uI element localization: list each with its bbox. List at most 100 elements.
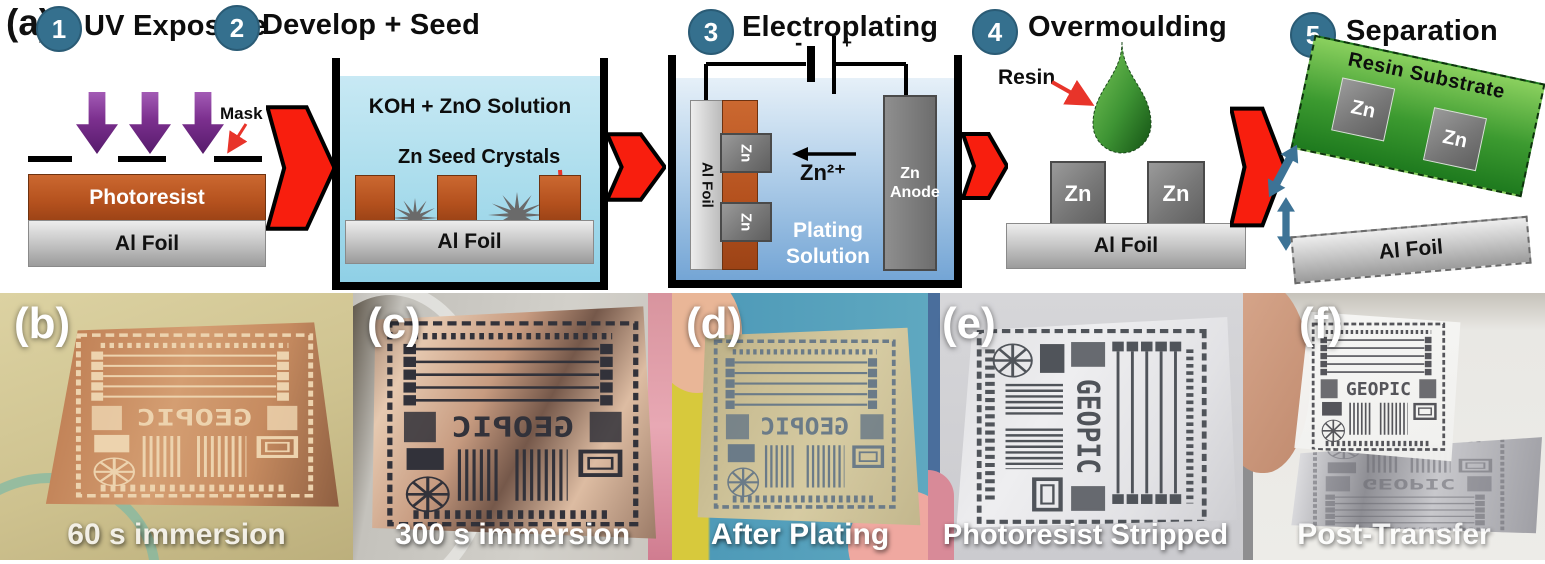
chip-text: GEOPIC — [136, 405, 252, 432]
photo-label: (d) — [686, 299, 743, 348]
step-2-number: 2 — [214, 5, 260, 51]
photo-300s-immersion: GEOPIC (c) 300 s immersion — [353, 293, 672, 560]
step-1-number: 1 — [36, 6, 82, 52]
photo-label: (e) — [942, 299, 996, 348]
beaker-wall — [600, 58, 608, 290]
photo-post-transfer: GEOPIC GEOPIC (f) Post-Transfer — [1243, 293, 1545, 560]
photo-caption: Post-Transfer — [1297, 518, 1491, 551]
step-5-title: Separation — [1346, 15, 1498, 47]
zn-embedded-block: Zn — [1331, 77, 1396, 142]
zn-label: Zn — [737, 212, 755, 232]
photo-label: (f) — [1299, 299, 1343, 348]
step-4-title: Overmoulding — [1028, 11, 1227, 43]
photo-60s-immersion: GEOPIC (b) 60 s immersion — [0, 293, 353, 560]
zinc-ion-label: Zn²⁺ — [800, 160, 846, 185]
photo-caption: 60 s immersion — [67, 518, 286, 551]
step-2-title: Develop + Seed — [262, 9, 480, 41]
step-3-number: 3 — [688, 9, 734, 55]
cell-wall — [668, 280, 962, 288]
photoresist-layer: Photoresist — [28, 174, 266, 222]
stripped-chip: GEOPIC — [956, 317, 1237, 528]
al-foil-layer: Al Foil — [345, 220, 594, 264]
chip-pattern: GEOPIC — [71, 330, 318, 501]
zn-label: Zn — [1440, 125, 1470, 153]
zn-deposit-block: Zn — [720, 202, 772, 242]
photoresist-block — [539, 175, 581, 222]
photo-label: (c) — [367, 299, 421, 348]
uv-arrow-icon — [182, 92, 224, 154]
copper-plate: GEOPIC — [372, 306, 657, 539]
process-arrow-icon — [962, 126, 1008, 206]
zn-feature-block: Zn — [1147, 161, 1205, 227]
zn-deposit-block: Zn — [720, 133, 772, 173]
al-foil-peeled: Al Foil — [1290, 215, 1532, 285]
finger — [928, 470, 954, 560]
transparent-film: GEOPIC — [1294, 311, 1461, 462]
zn-label: Zn — [1162, 181, 1190, 206]
photo-after-plating: GEOPIC (d) After Plating — [672, 293, 928, 560]
chip-text: GEOPIC — [761, 413, 850, 440]
battery-circuit-icon — [704, 36, 908, 102]
al-foil-layer: Al Foil — [28, 220, 266, 267]
zn-feature-block: Zn — [1050, 161, 1106, 227]
mask-pointer-arrow-icon — [227, 123, 248, 154]
beaker-wall — [332, 282, 608, 290]
chip-pattern: GEOPIC — [1309, 320, 1448, 454]
photo-caption: After Plating — [710, 518, 890, 551]
battery-minus-label: - — [795, 30, 803, 55]
photo-caption: 300 s immersion — [394, 518, 631, 551]
resin-label: Resin — [998, 66, 1056, 89]
al-foil-label: Al Foil — [698, 162, 716, 208]
cell-wall — [954, 55, 962, 288]
plating-solution-label: Plating Solution — [786, 219, 870, 269]
resin-substrate: Resin Substrate Zn Zn — [1290, 34, 1545, 198]
photo-label: (b) — [14, 299, 71, 348]
zn-embedded-block: Zn — [1422, 107, 1488, 172]
cell-wall — [668, 55, 676, 288]
chip-pattern: GEOPIC — [972, 325, 1211, 528]
process-arrow-icon — [606, 126, 666, 208]
photo-photoresist-stripped: GEOPIC (e) Photoresist Stripped — [928, 293, 1243, 560]
seed-crystals-label: Zn Seed Crystals — [398, 146, 561, 168]
ion-flow-arrow-icon — [792, 147, 856, 161]
chip-text: GEOPIC — [1070, 379, 1107, 474]
photoresist-block — [437, 175, 477, 222]
chip-text: GEOPIC — [451, 412, 574, 444]
chip-text: GEOPIC — [1346, 380, 1411, 400]
zn-label: Zn — [1349, 95, 1378, 123]
beaker-wall — [332, 58, 340, 290]
photo-caption: Photoresist Stripped — [942, 519, 1229, 551]
plated-chip: GEOPIC — [697, 327, 921, 526]
mask-bar — [214, 156, 262, 162]
uv-arrow-icon — [76, 92, 118, 154]
separation-arrow-icon — [1267, 144, 1299, 198]
zn-anode: Zn Anode — [883, 95, 940, 271]
chip-text: GEOPIC — [1362, 475, 1456, 491]
al-foil-label: Al Foil — [114, 231, 180, 255]
photoresist-strip — [722, 100, 758, 270]
uv-arrow-icon — [129, 92, 171, 154]
al-foil-label: Al Foil — [437, 230, 502, 253]
zn-label: Zn — [1064, 181, 1092, 206]
chip-pattern: GEOPIC — [710, 336, 899, 512]
photoresist-block — [355, 175, 395, 222]
al-foil-label: Al Foil — [1093, 234, 1159, 257]
process-arrow-icon — [266, 92, 336, 244]
mask-label: Mask — [220, 104, 263, 123]
zn-anode-label: Zn Anode — [890, 164, 940, 201]
al-foil-label: Al Foil — [1377, 235, 1444, 264]
battery-plus-label: + — [842, 33, 852, 52]
resin-droplet-icon — [1092, 42, 1152, 154]
photoresist-label: Photoresist — [89, 186, 205, 209]
chip-pattern: GEOPIC — [382, 317, 644, 531]
mask-bar — [118, 156, 166, 162]
step-3-title: Electroplating — [742, 11, 939, 43]
copper-plate: GEOPIC — [45, 322, 339, 507]
solution-label: KOH + ZnO Solution — [368, 95, 572, 118]
step-4-number: 4 — [972, 9, 1018, 55]
al-foil-layer: Al Foil — [1006, 223, 1246, 269]
al-foil-electrode: Al Foil — [690, 100, 724, 270]
foil-reflection-pattern: GEOPIC — [1309, 432, 1508, 539]
process-arrow-icon — [1230, 94, 1286, 240]
